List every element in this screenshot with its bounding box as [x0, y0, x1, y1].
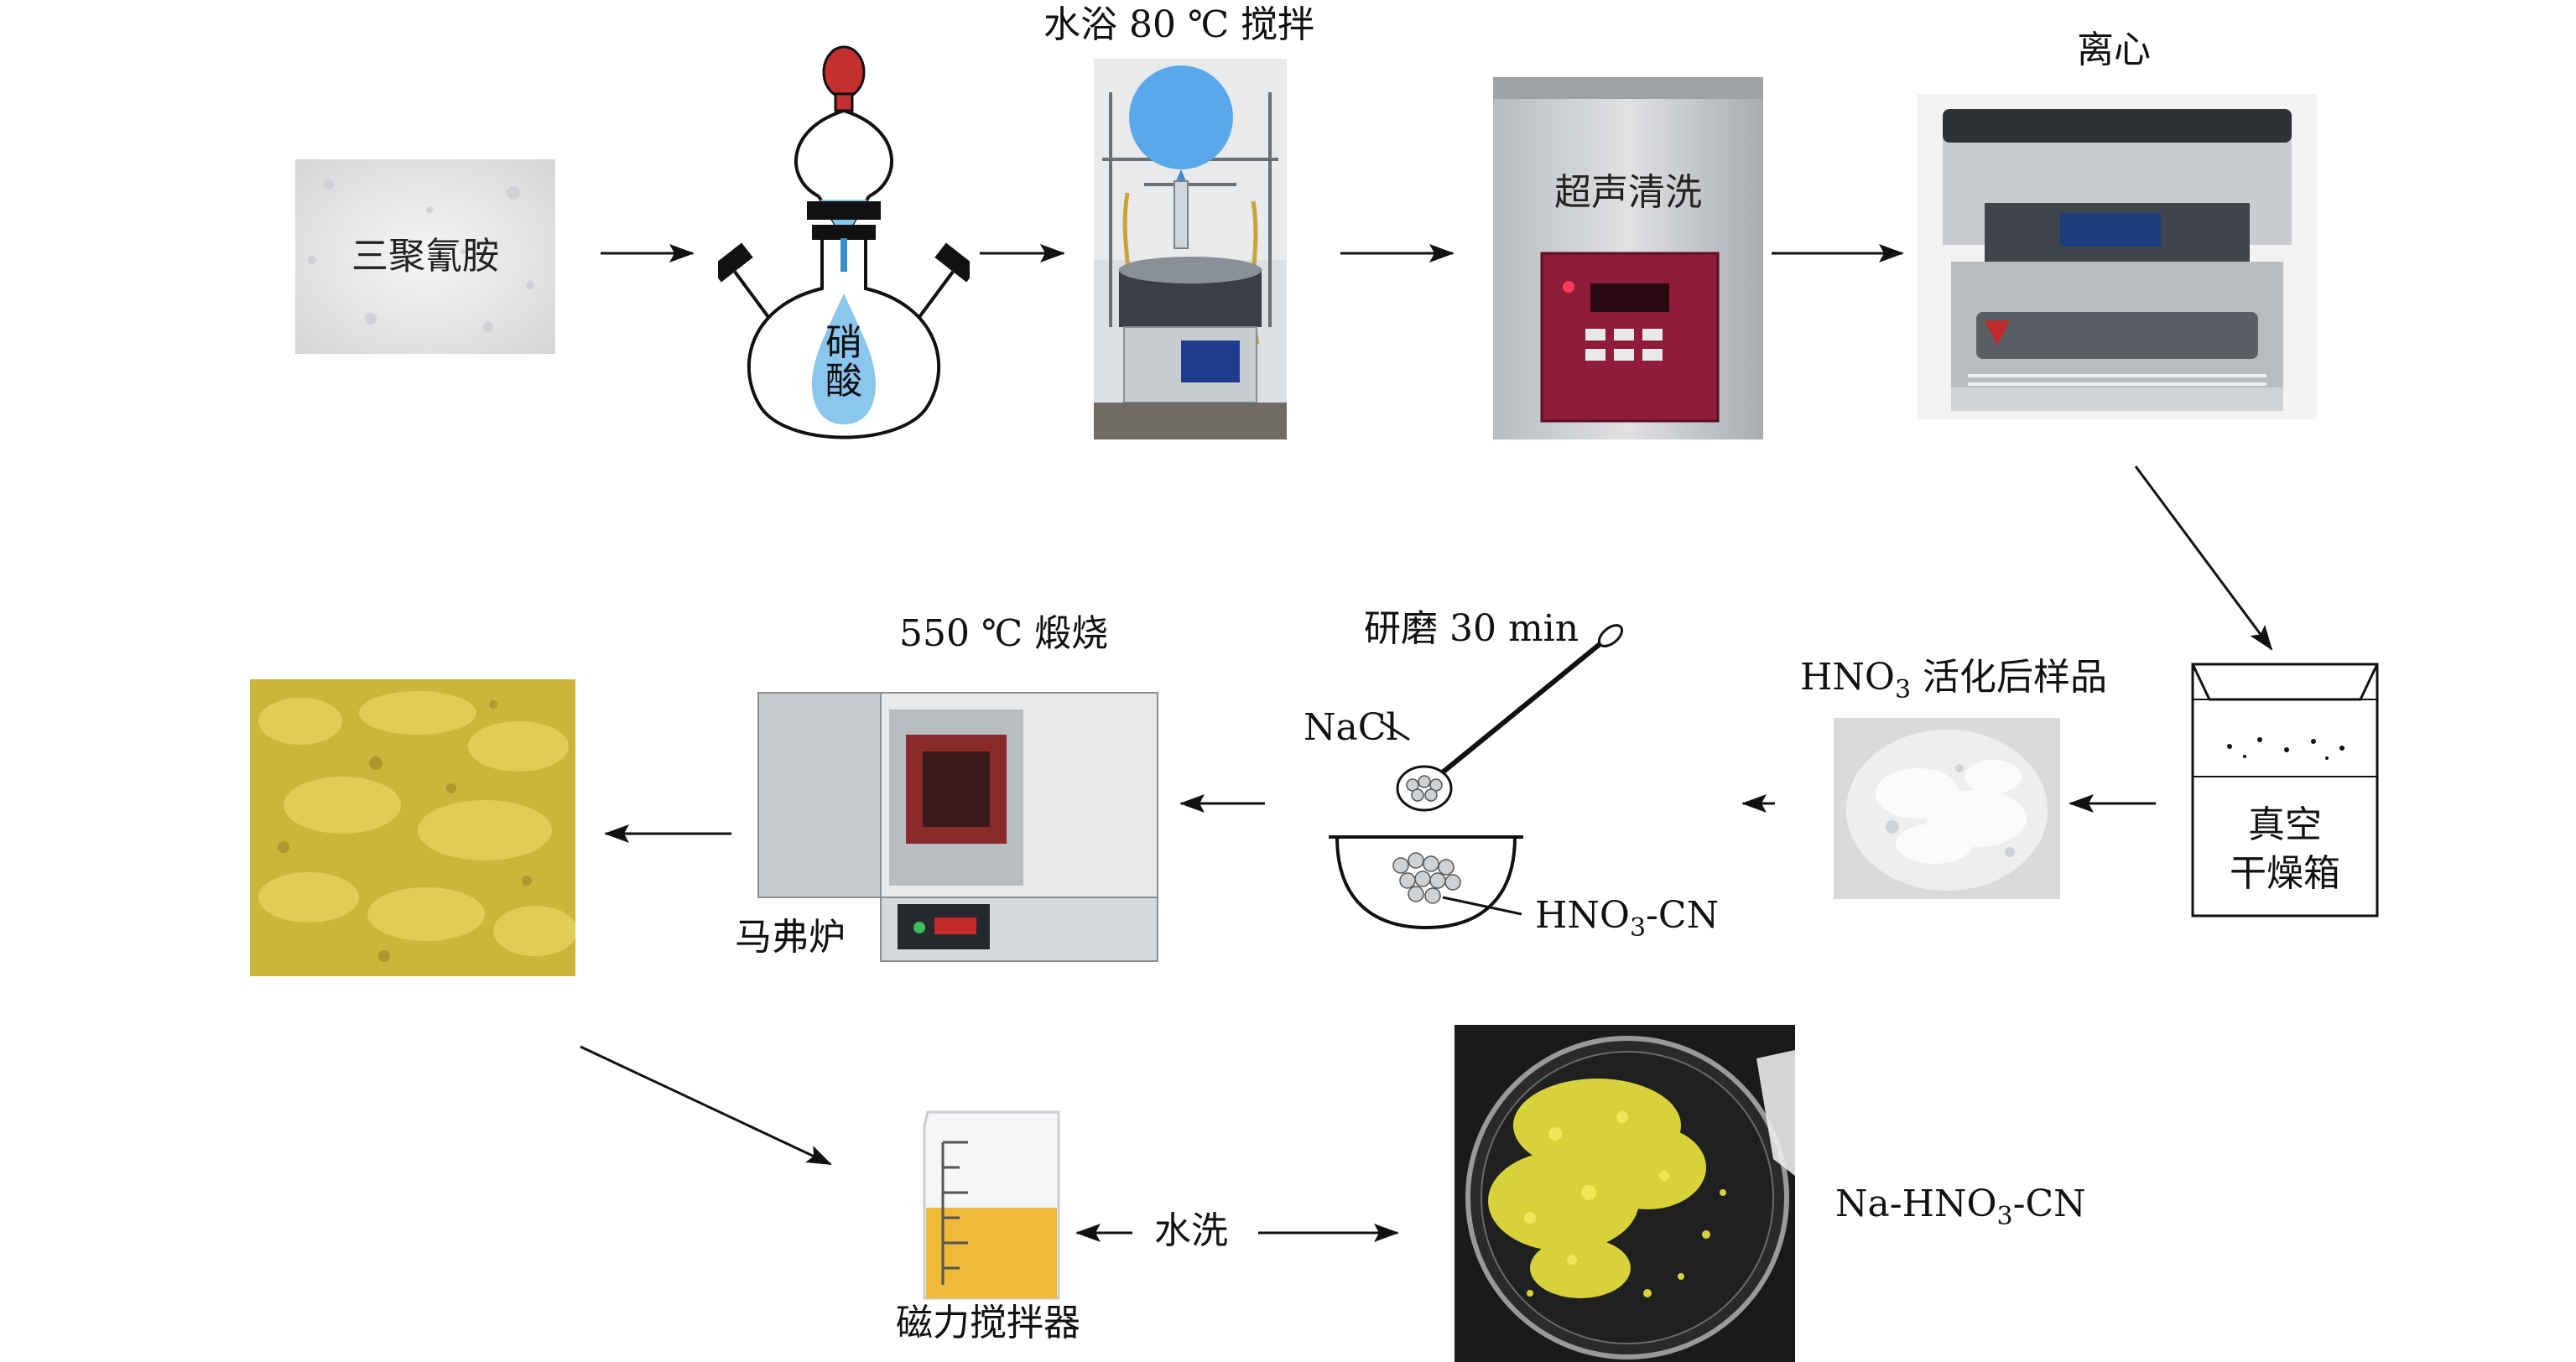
- beaker-icon: [923, 1110, 1060, 1300]
- water-bath-photo: [1094, 59, 1287, 439]
- final-product-label-sub: 3: [1996, 1201, 2013, 1231]
- three-neck-flask: [718, 45, 970, 439]
- final-product-label-base: Na-HNO: [1835, 1183, 1997, 1225]
- calcination-title: 550 ℃ 煅烧: [899, 612, 1109, 655]
- balloon-icon: [1129, 65, 1233, 169]
- vacuum-dryer-icon: [2191, 663, 2379, 918]
- calcined-product-photo: [250, 679, 575, 976]
- spatula-icon: [1396, 624, 1624, 812]
- final-product-photo: [1455, 1025, 1795, 1362]
- dropper-icon: [822, 45, 866, 112]
- muffle-furnace-photo: [755, 684, 1163, 973]
- mortar-and-pestle: [1329, 624, 1624, 930]
- water-wash-label: 水洗: [1154, 1209, 1228, 1252]
- hno3-cn-label-rest: -CN: [1646, 894, 1720, 937]
- magnetic-stirrer-caption: 磁力搅拌器: [896, 1302, 1080, 1344]
- melamine-powder-photo: 三聚氰胺: [295, 159, 555, 354]
- side-neck-right: [918, 242, 970, 319]
- activated-sample-photo: [1834, 718, 2060, 899]
- centrifuge-title: 离心: [2077, 29, 2151, 71]
- activated-sample-title: HNO3 活化后样品: [1800, 659, 2107, 703]
- side-neck-left: [718, 242, 770, 319]
- hno3-cn-label-sub: 3: [1629, 912, 1647, 943]
- final-product-label: Na-HNO3-CN: [1835, 1186, 2086, 1229]
- water-bath-title: 水浴 80 ℃ 搅拌: [1043, 3, 1315, 46]
- activated-sample-title-rest: 活化后样品: [1911, 656, 2108, 699]
- arrow-10-to-11: [580, 1045, 832, 1166]
- acid-drop-icon: [812, 294, 876, 424]
- muffle-furnace-caption: 马弗炉: [735, 916, 846, 959]
- vacuum-dryer-label-1: 真空: [2248, 803, 2322, 846]
- mortar-icon: [1329, 835, 1523, 930]
- ultrasonic-label: 超声清洗: [1554, 171, 1702, 214]
- vacuum-dryer-label-2: 干燥箱: [2230, 852, 2340, 895]
- grinding-title: 研磨 30 min: [1364, 607, 1579, 650]
- melamine-label: 三聚氰胺: [351, 235, 499, 278]
- hno3-cn-label: HNO3-CN: [1535, 897, 1719, 941]
- centrifuge-photo: [1918, 94, 2317, 419]
- hno3-cn-label-base: HNO: [1535, 894, 1630, 937]
- activated-sample-title-base: HNO: [1800, 656, 1895, 699]
- ultrasonic-cleaner-photo: 超声清洗: [1493, 77, 1763, 439]
- nacl-label: NaCl: [1304, 706, 1398, 749]
- arrow-5-to-6: [2134, 465, 2273, 651]
- final-product-label-rest: -CN: [2012, 1183, 2086, 1225]
- nitric-acid-label: 硝酸: [825, 321, 862, 403]
- activated-sample-title-sub: 3: [1894, 674, 1912, 704]
